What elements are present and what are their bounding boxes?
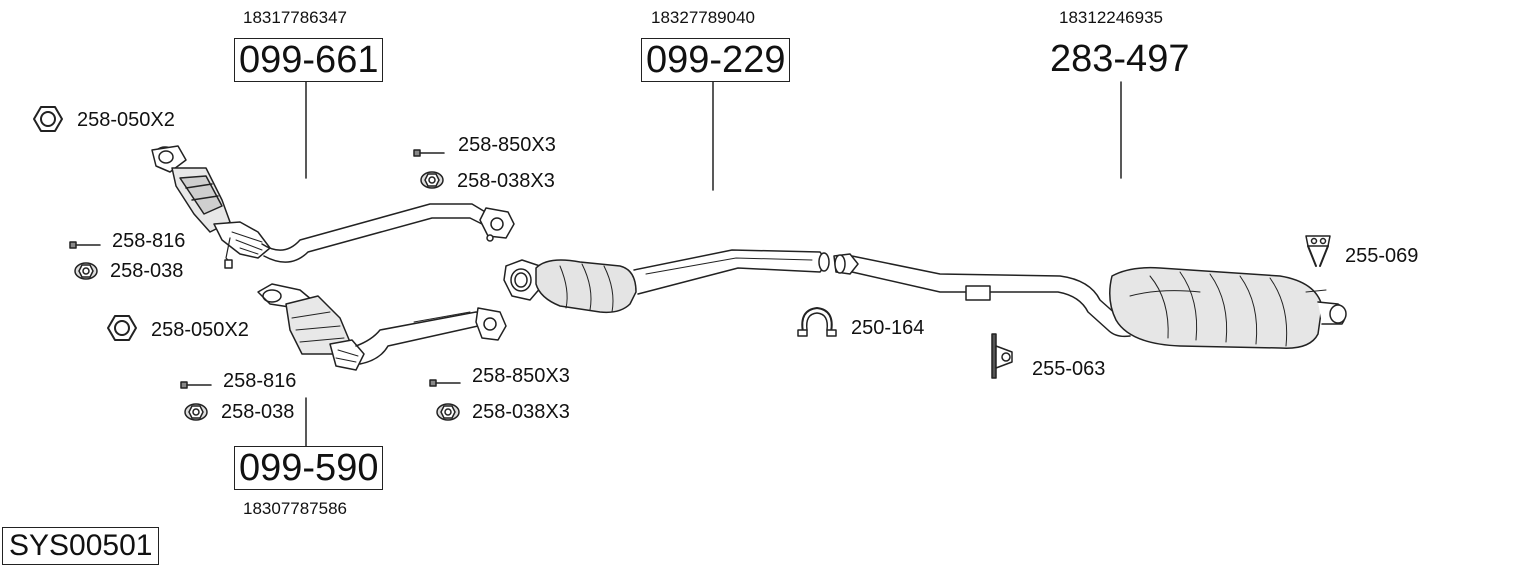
oem-number-099-590: 18307787586 bbox=[243, 499, 348, 518]
accessory-label-bolt-lower-left[interactable]: 258-816 bbox=[223, 370, 297, 392]
accessory-label-mount-center[interactable]: 255-063 bbox=[1032, 358, 1106, 380]
oem-number-099-661: 18317786347 bbox=[243, 8, 348, 27]
part-number-099-590[interactable]: 099-590 bbox=[234, 446, 384, 490]
accessory-label-bolt-upper-right[interactable]: 258-850X3 bbox=[458, 134, 556, 156]
flange-nut-icon bbox=[74, 262, 98, 280]
bolt-icon bbox=[69, 241, 101, 249]
accessory-label-bolt-lower-right[interactable]: 258-850X3 bbox=[472, 365, 570, 387]
accessory-label-flange-nut-upper-left[interactable]: 258-038 bbox=[110, 260, 184, 282]
rubber-mount-icon bbox=[991, 333, 1013, 379]
flange-nut-icon bbox=[184, 403, 208, 421]
accessory-label-clamp[interactable]: 250-164 bbox=[851, 317, 925, 339]
center-pipe-drawing bbox=[503, 249, 830, 314]
rubber-mount-icon bbox=[1305, 235, 1331, 267]
oem-number-283-497: 18312246935 bbox=[1059, 8, 1164, 27]
hex-nut-icon bbox=[107, 315, 137, 341]
oem-number-099-229: 18327789040 bbox=[651, 8, 756, 27]
pipe-clamp-icon bbox=[797, 307, 837, 337]
part-number-099-661[interactable]: 099-661 bbox=[234, 38, 384, 82]
accessory-label-mount-rear[interactable]: 255-069 bbox=[1345, 245, 1419, 267]
system-code: SYS00501 bbox=[2, 527, 160, 565]
accessory-label-nut-upper[interactable]: 258-050X2 bbox=[77, 109, 175, 131]
accessory-label-flange-nut-upper-right[interactable]: 258-038X3 bbox=[457, 170, 555, 192]
flange-nut-icon bbox=[420, 171, 444, 189]
hex-nut-icon bbox=[33, 106, 63, 132]
rear-muffler-drawing bbox=[833, 253, 1347, 349]
bolt-icon bbox=[180, 381, 212, 389]
bolt-icon bbox=[429, 379, 461, 387]
front-pipe-upper-drawing bbox=[151, 145, 515, 269]
bolt-icon bbox=[413, 149, 445, 157]
part-number-099-229[interactable]: 099-229 bbox=[641, 38, 791, 82]
front-pipe-lower-drawing bbox=[257, 283, 507, 371]
accessory-label-nut-lower[interactable]: 258-050X2 bbox=[151, 319, 249, 341]
accessory-label-bolt-upper-left[interactable]: 258-816 bbox=[112, 230, 186, 252]
accessory-label-flange-nut-lower-right[interactable]: 258-038X3 bbox=[472, 401, 570, 423]
part-number-283-497[interactable]: 283-497 bbox=[1050, 38, 1190, 80]
accessory-label-flange-nut-lower-left[interactable]: 258-038 bbox=[221, 401, 295, 423]
flange-nut-icon bbox=[436, 403, 460, 421]
